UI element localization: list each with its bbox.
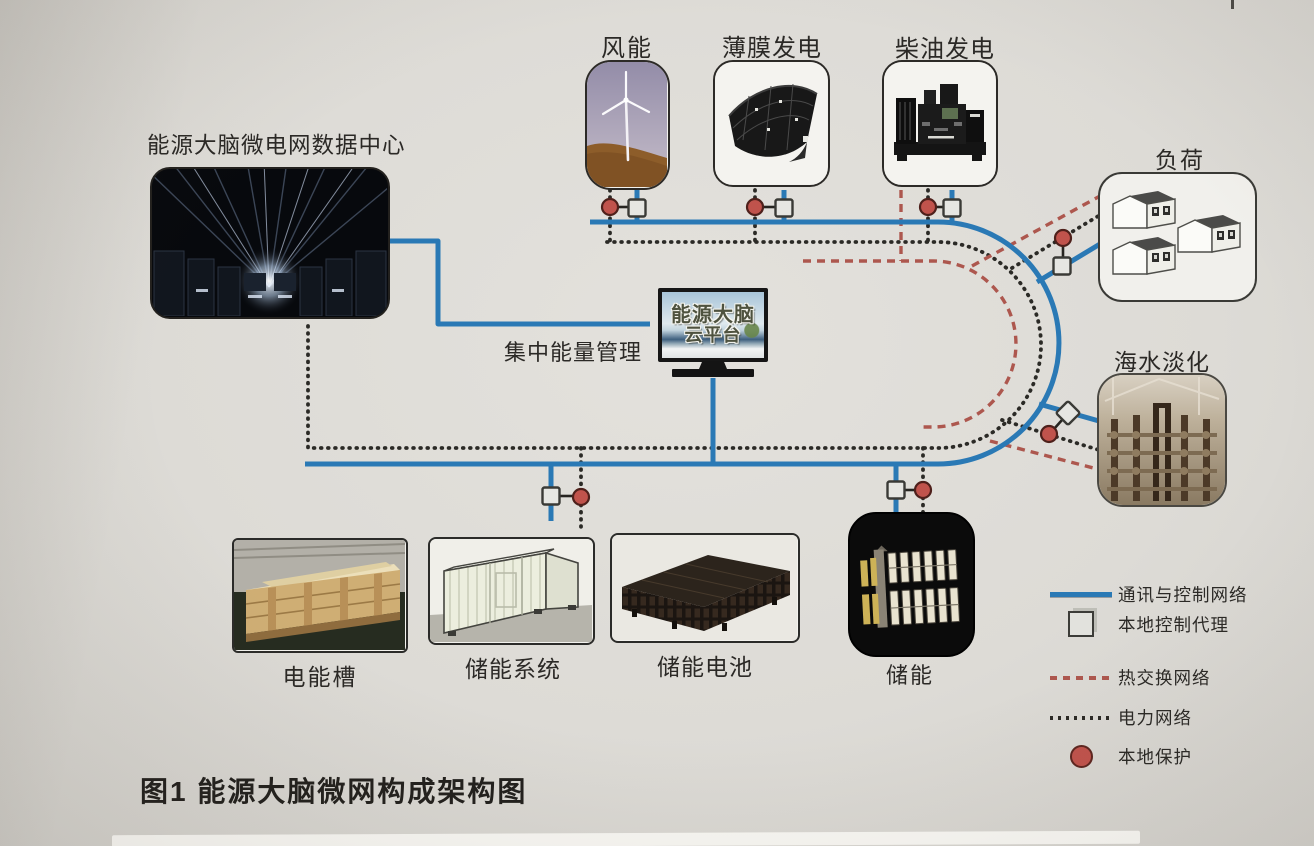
- wind-turbine-image: [587, 62, 667, 187]
- load-box: [1098, 172, 1257, 302]
- protection-circle-thin-film: [745, 197, 765, 217]
- data-center-box: [150, 167, 390, 319]
- agent-square-load: [1052, 256, 1072, 276]
- local-protection-circles: [571, 197, 1073, 507]
- protection-circle-diesel: [918, 197, 938, 217]
- data-center-label: 能源大脑微电网数据中心: [147, 133, 406, 158]
- local-control-agent-squares: [541, 198, 1081, 506]
- thin-film-box: [713, 60, 830, 187]
- storage-battery-box: [610, 533, 800, 643]
- screen-title-line1: 能源大脑: [671, 304, 755, 327]
- house-icon: [1112, 190, 1176, 229]
- heat-desal-branch: [989, 439, 1102, 472]
- diesel-generator-image: [884, 62, 995, 184]
- legend-item-control-agent: 本地控制代理: [1044, 611, 1229, 637]
- cloud-platform-screen: 能源大脑 云平台: [662, 292, 764, 358]
- legend-item-power-network: 电力网络: [1044, 705, 1192, 730]
- agent-square-bottom-left: [541, 486, 561, 506]
- page-mark-tick: [1231, 0, 1234, 9]
- protection-circle-bottom-left: [571, 487, 591, 507]
- heat-main-loop: [803, 259, 1018, 429]
- energy-management-label: 集中能量管理: [503, 340, 643, 365]
- legend-label: 电力网络: [1118, 708, 1192, 728]
- agent-square-thin-film: [774, 198, 794, 218]
- monitor-stand-neck: [699, 361, 727, 369]
- desalination-label: 海水淡化: [1114, 349, 1210, 375]
- screen-title-line2: 云平台: [684, 325, 742, 346]
- monitor-stand-base: [672, 369, 754, 377]
- thin-film-label: 薄膜发电: [722, 35, 822, 62]
- legend-label: 通讯与控制网络: [1118, 585, 1248, 605]
- heat-load-branch: [971, 194, 1101, 268]
- load-label: 负荷: [1155, 147, 1205, 173]
- energy-storage-box: [848, 512, 975, 657]
- power-tank-label: 电能槽: [282, 664, 358, 690]
- storage-system-box: [428, 537, 595, 645]
- house-icon: [1177, 214, 1241, 253]
- power-tank-box: [232, 538, 408, 653]
- legend-item-local-protection: 本地保护: [1044, 744, 1192, 769]
- power-line-icon: [1050, 715, 1112, 720]
- legend-item-communication: 通讯与控制网络: [1044, 582, 1248, 607]
- communication-main-loop: [305, 219, 1062, 467]
- legend-label: 本地控制代理: [1118, 614, 1229, 635]
- desalination-box: [1097, 373, 1227, 507]
- storage-system-image: [430, 539, 592, 642]
- energy-storage-label: 储能: [885, 663, 935, 688]
- figure-caption: 图1 能源大脑微网构成架构图: [140, 776, 528, 807]
- power-tank-image: [234, 540, 405, 650]
- agent-square-storage: [886, 480, 906, 500]
- data-center-image: [152, 169, 387, 316]
- local-protection-icon: [1069, 745, 1093, 768]
- power-network-main-loop: [306, 240, 1043, 450]
- desalination-plant-image: [1099, 375, 1225, 505]
- storage-battery-image: [612, 535, 797, 640]
- legend-label: 本地保护: [1118, 747, 1192, 767]
- heat-exchange-line-icon: [1050, 675, 1112, 680]
- protection-circle-desal: [1039, 424, 1059, 444]
- diesel-label: 柴油发电: [895, 36, 995, 63]
- energy-storage-image: [850, 514, 973, 655]
- local-control-agent-icon: [1068, 611, 1094, 637]
- storage-system-label: 储能系统: [465, 656, 561, 682]
- communication-datacenter-link: [390, 238, 650, 327]
- agent-square-diesel: [942, 198, 962, 218]
- agent-square-desal-diamond: [1055, 400, 1081, 426]
- communication-line-icon: [1050, 592, 1112, 597]
- protection-circle-load: [1053, 228, 1073, 248]
- wind-label: 风能: [601, 35, 653, 62]
- monitor-stand: [672, 361, 754, 377]
- protection-circle-wind: [600, 197, 620, 217]
- diesel-box: [882, 60, 998, 187]
- legend-item-heat-exchange: 热交换网络: [1044, 665, 1211, 690]
- house-icon: [1112, 236, 1176, 275]
- thin-film-panel-image: [715, 62, 827, 184]
- protection-circle-storage: [913, 480, 933, 500]
- cloud-platform-monitor: 能源大脑 云平台: [658, 288, 768, 362]
- legend-label: 热交换网络: [1118, 668, 1211, 688]
- agent-square-wind: [627, 198, 647, 218]
- storage-battery-label: 储能电池: [657, 654, 753, 680]
- heat-exchange-lines: [803, 190, 1102, 472]
- load-houses-image: [1112, 190, 1241, 275]
- wind-box: [585, 60, 670, 190]
